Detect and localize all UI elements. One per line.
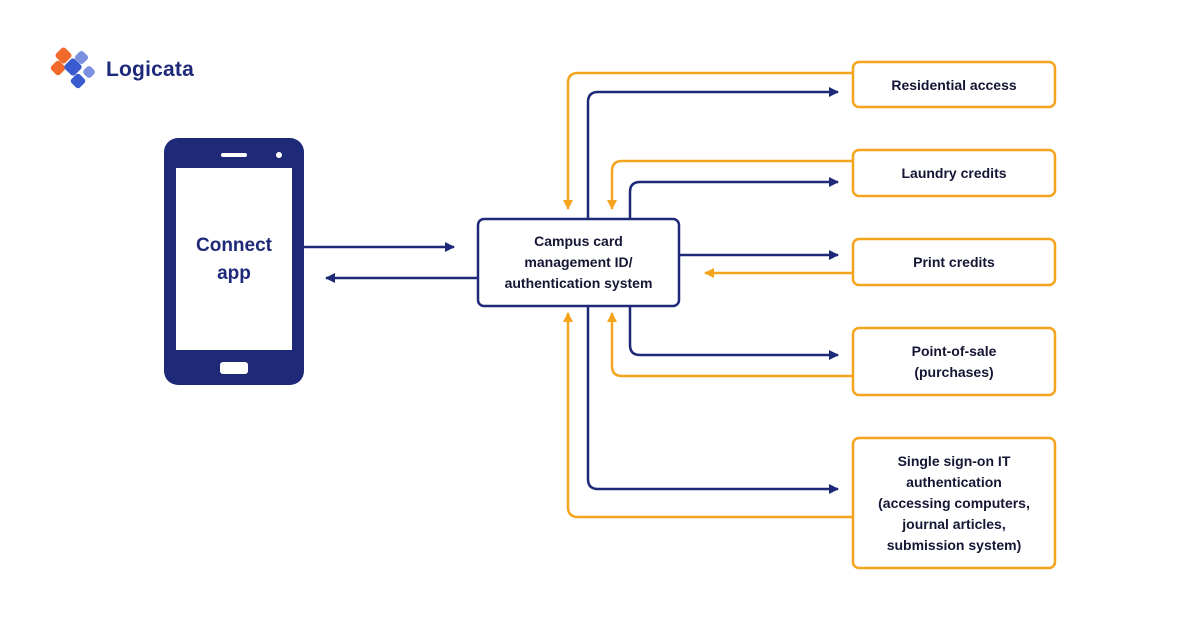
service-box-residential (851, 60, 1057, 109)
brand-name: Logicata (106, 58, 194, 81)
service-label-sso: Single sign-on IT authentication (access… (878, 452, 1030, 553)
service-label-pos: Point-of-sale (purchases) (911, 342, 997, 380)
laundry-to-center-arrow (607, 159, 853, 210)
center-box (476, 217, 681, 308)
service-box-print (851, 237, 1057, 287)
phone-icon (164, 138, 304, 385)
logicata-logo-icon (50, 47, 95, 89)
service-label-laundry: Laundry credits (901, 165, 1007, 181)
service-box-sso (851, 436, 1057, 570)
center-to-residential-arrow (586, 87, 839, 219)
center-to-pos-arrow (628, 306, 839, 360)
phone-app-label: Connect app (196, 235, 272, 284)
center-to-laundry-arrow (628, 177, 839, 219)
service-label-residential: Residential access (891, 76, 1017, 93)
center-to-sso-arrow (586, 306, 839, 494)
center-label: Campus card management ID/ authenticatio… (504, 233, 653, 291)
service-label-print: Print credits (913, 254, 995, 270)
sso-to-center-arrow (563, 312, 853, 519)
service-box-laundry (851, 148, 1057, 198)
service-box-pos (851, 326, 1057, 397)
residential-to-center-arrow (563, 71, 853, 210)
pos-to-center-arrow (607, 312, 853, 378)
